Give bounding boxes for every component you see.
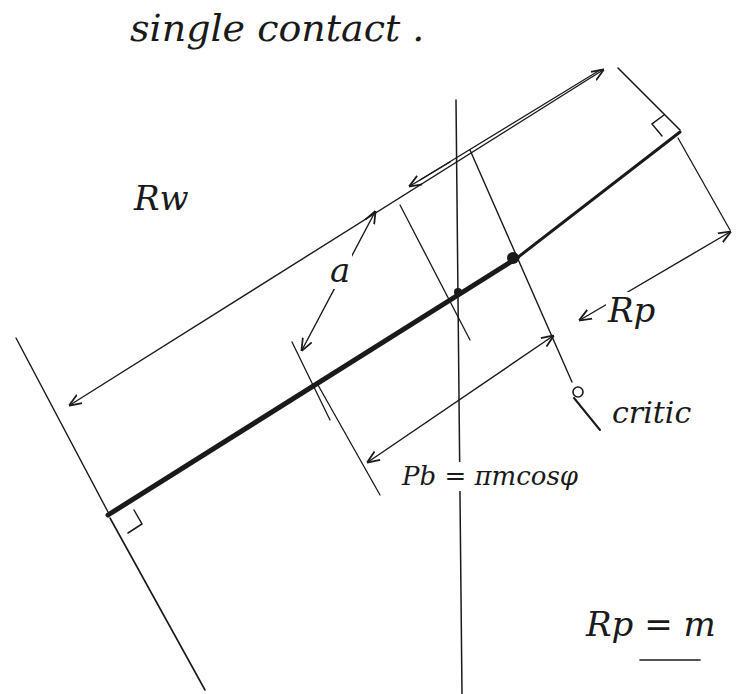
radius-label: Rp <box>606 292 657 329</box>
formula-text: Rp = m <box>584 606 718 643</box>
pitch-label: Pb = πmcosφ <box>400 462 580 491</box>
dimension-line <box>368 336 553 462</box>
pitch-point <box>454 288 462 296</box>
sketch-title: single contact . <box>128 8 426 50</box>
dimension-line <box>302 212 375 350</box>
right-angle <box>128 510 142 533</box>
extension-line <box>318 385 380 495</box>
dimension-arrow <box>410 162 450 186</box>
critical-marker <box>573 387 583 397</box>
extension-line <box>678 138 730 230</box>
fraction-bar <box>640 659 700 661</box>
right-angle <box>652 115 664 136</box>
radius-line <box>110 518 205 690</box>
radius-label: Rw <box>132 180 191 217</box>
extension-line <box>400 205 470 340</box>
dimension-line <box>70 70 603 405</box>
critical-line <box>470 150 572 382</box>
radius-line <box>618 68 680 130</box>
extension-line <box>292 342 330 420</box>
leader-line <box>574 398 600 430</box>
contact-line <box>517 132 680 258</box>
centre-line <box>456 100 462 694</box>
contact-point <box>507 252 519 264</box>
distance-label: a <box>328 252 352 289</box>
extension-line <box>16 338 108 512</box>
note-text: critic <box>610 396 693 429</box>
